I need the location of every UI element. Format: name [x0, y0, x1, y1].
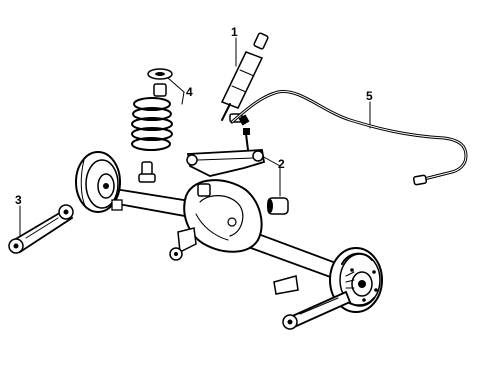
callout-1: 1 [231, 25, 238, 39]
callout-5: 5 [366, 89, 373, 103]
callout-4: 4 [186, 85, 193, 99]
callout-leaders [19, 37, 371, 237]
stabilizer-bar [230, 90, 468, 186]
left-brake-drum [75, 151, 123, 213]
upper-control-arm [186, 149, 289, 215]
rear-axle-assembly [95, 179, 345, 284]
lower-control-arm [8, 204, 352, 330]
callout-3: 3 [15, 193, 22, 207]
shock-absorber [220, 32, 269, 151]
callout-2: 2 [278, 157, 285, 171]
coil-spring [131, 68, 173, 183]
right-brake-assembly [329, 247, 383, 313]
